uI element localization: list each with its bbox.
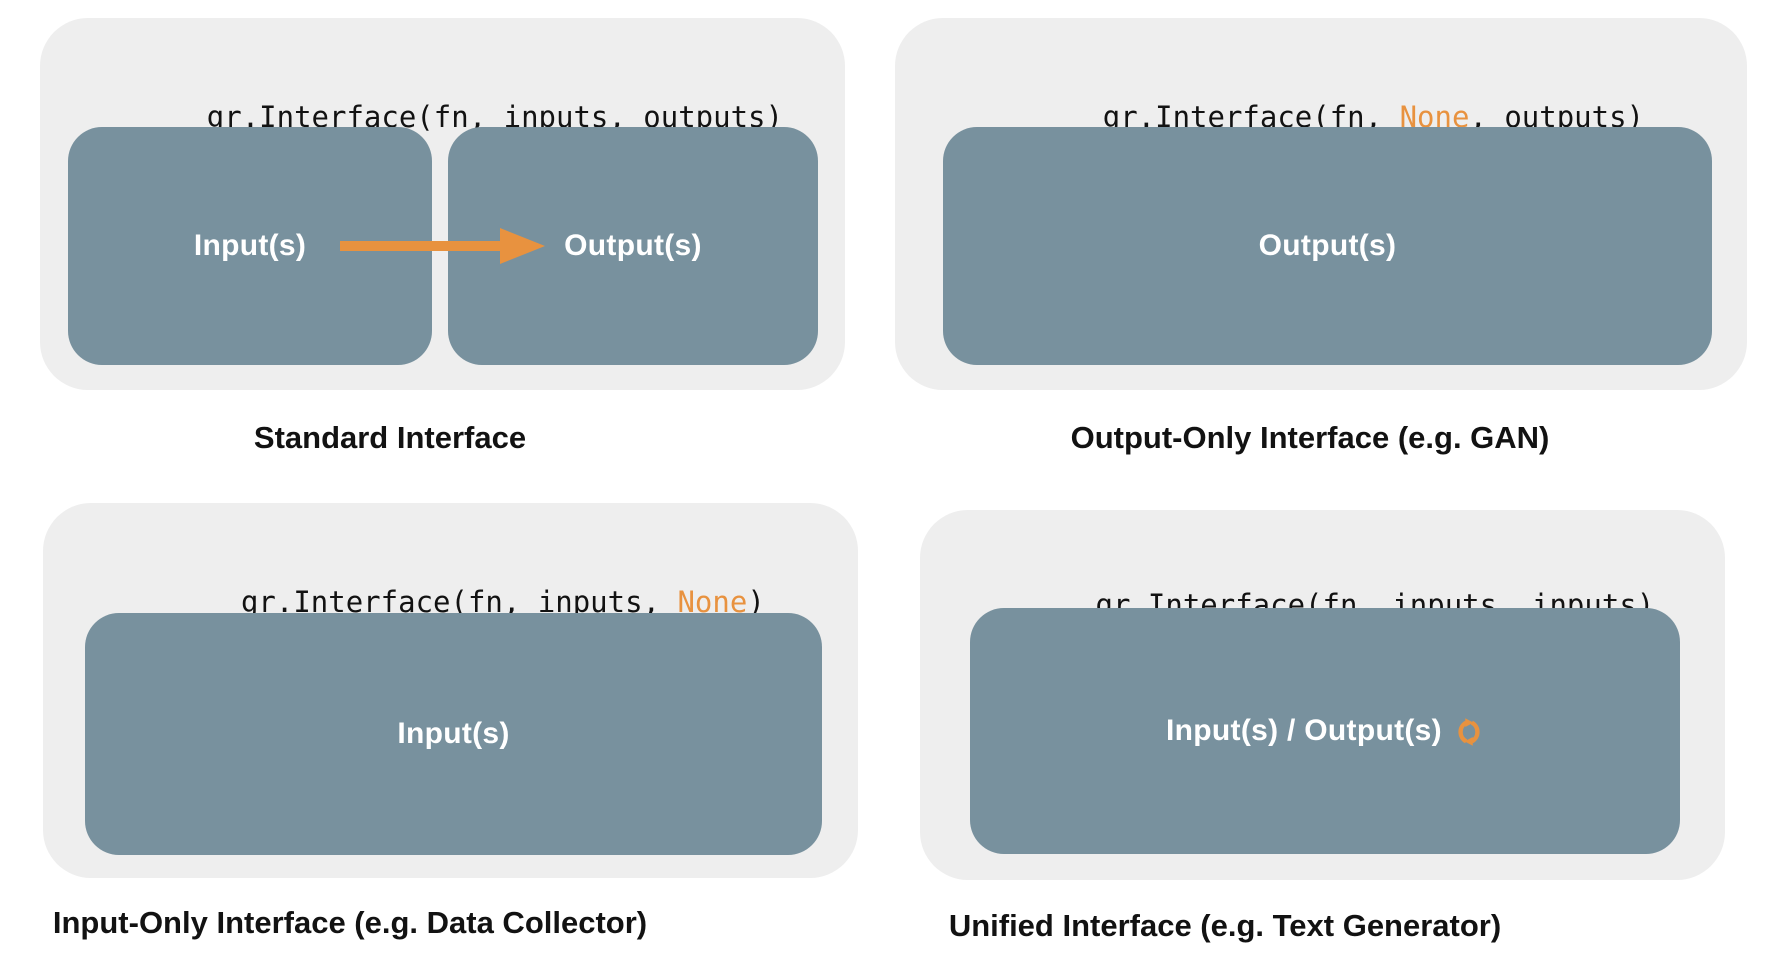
arrow-head [500, 228, 545, 264]
output-box: Output(s) [943, 127, 1712, 365]
panel-unified-interface: gr.Interface(fn, inputs, inputs) Input(s… [920, 510, 1725, 880]
panel-input-only-interface: gr.Interface(fn, inputs, None) Input(s) [43, 503, 858, 878]
panel-standard-interface: gr.Interface(fn, inputs, outputs) Input(… [40, 18, 845, 390]
input-output-box: Input(s) / Output(s) [970, 608, 1680, 854]
input-box: Input(s) [85, 613, 822, 855]
arrow-shaft [340, 241, 500, 251]
caption-unified-interface: Unified Interface (e.g. Text Generator) [948, 908, 1502, 943]
arrow-right-icon [340, 228, 545, 264]
code-text: ) [747, 585, 765, 619]
caption-output-only-interface: Output-Only Interface (e.g. GAN) [1070, 420, 1550, 455]
box-label: Input(s) [397, 717, 510, 750]
sync-icon [1458, 718, 1480, 746]
box-label: Input(s) [193, 229, 307, 262]
box-label: Output(s) [1258, 229, 1397, 262]
panel-output-only-interface: gr.Interface(fn, None, outputs) Output(s… [895, 18, 1747, 390]
box-label: Output(s) [564, 229, 702, 262]
caption-standard-interface: Standard Interface [253, 420, 527, 455]
box-label: Input(s) / Output(s) [1166, 714, 1442, 747]
caption-input-only-interface: Input-Only Interface (e.g. Data Collecto… [52, 905, 648, 940]
